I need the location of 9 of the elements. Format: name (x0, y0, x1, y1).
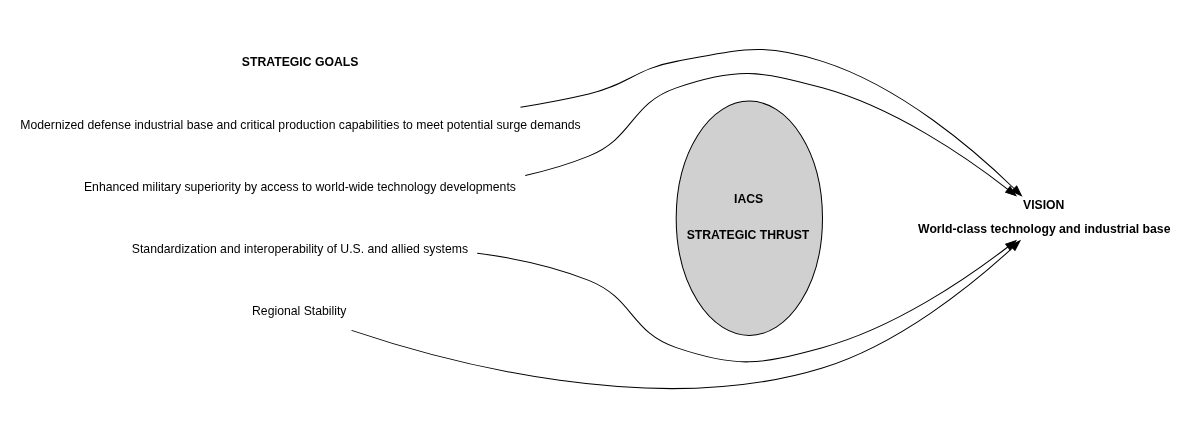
arrow (519, 48, 1023, 197)
node-text: Enhanced military superiority by access to world-wide technology developments (83, 179, 516, 194)
label: STRATEGIC GOALS (241, 54, 359, 69)
arrow (524, 73, 1018, 197)
node-text: VISION World-class technology and industrial base (918, 197, 1171, 237)
node-text: Modernized defense industrial base and critical production capabilities to meet potential surge demands (20, 117, 581, 132)
node-text: Regional Stability (252, 304, 347, 319)
node-ellipse: IACS STRATEGIC THRUST (675, 100, 823, 336)
node-text: Standardization and interoperability of U.S. and allied systems (131, 242, 469, 256)
